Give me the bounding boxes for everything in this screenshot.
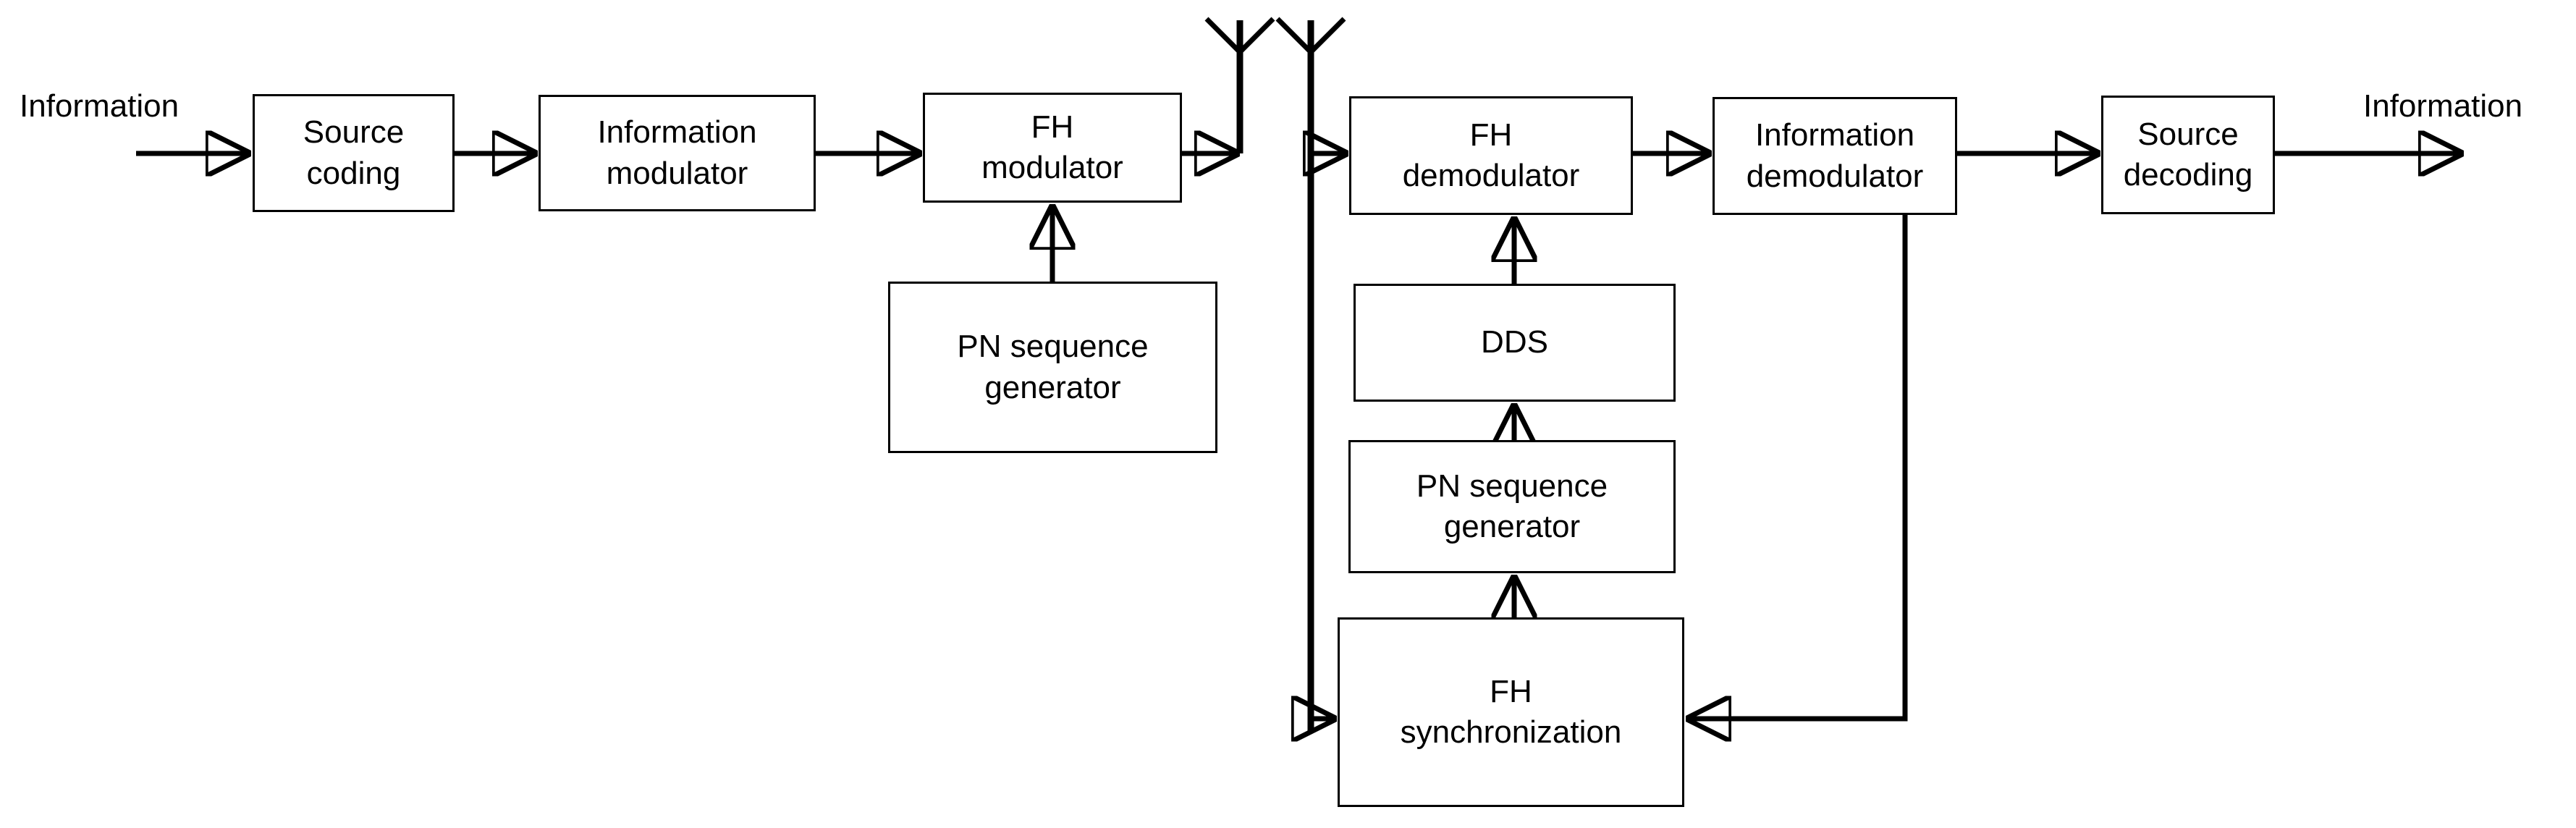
connector-information-demodulator-to-fh-synchronization <box>1689 215 1908 719</box>
block-information-modulator[interactable]: Information modulator <box>539 95 816 211</box>
block-pn-sequence-generator-rx-label: PN sequence generator <box>1416 468 1608 544</box>
block-information-demodulator-label: Information demodulator <box>1746 117 1924 194</box>
block-pn-sequence-generator-rx[interactable]: PN sequence generator <box>1348 440 1676 573</box>
block-fh-demodulator[interactable]: FH demodulator <box>1349 96 1633 215</box>
block-fh-synchronization[interactable]: FH synchronization <box>1338 617 1684 807</box>
receive-antenna-icon <box>1275 17 1346 731</box>
block-dds[interactable]: DDS <box>1354 284 1676 402</box>
block-dds-label: DDS <box>1481 324 1548 360</box>
output-information-label: Information <box>2363 88 2523 124</box>
block-source-coding[interactable]: Source coding <box>253 94 455 212</box>
transmit-antenna-icon <box>1204 17 1275 153</box>
block-information-modulator-label: Information modulator <box>597 114 757 191</box>
block-source-decoding[interactable]: Source decoding <box>2101 96 2275 214</box>
block-information-demodulator[interactable]: Information demodulator <box>1713 97 1957 215</box>
input-information-label: Information <box>20 88 180 124</box>
block-pn-sequence-generator-tx[interactable]: PN sequence generator <box>888 282 1217 453</box>
block-fh-modulator[interactable]: FH modulator <box>923 93 1182 203</box>
block-source-decoding-label: Source decoding <box>2123 116 2253 193</box>
block-fh-modulator-label: FH modulator <box>981 109 1123 185</box>
block-source-coding-label: Source coding <box>303 114 405 191</box>
block-pn-sequence-generator-tx-label: PN sequence generator <box>957 329 1149 405</box>
block-fh-demodulator-label: FH demodulator <box>1402 117 1580 193</box>
block-fh-synchronization-label: FH synchronization <box>1400 673 1622 750</box>
